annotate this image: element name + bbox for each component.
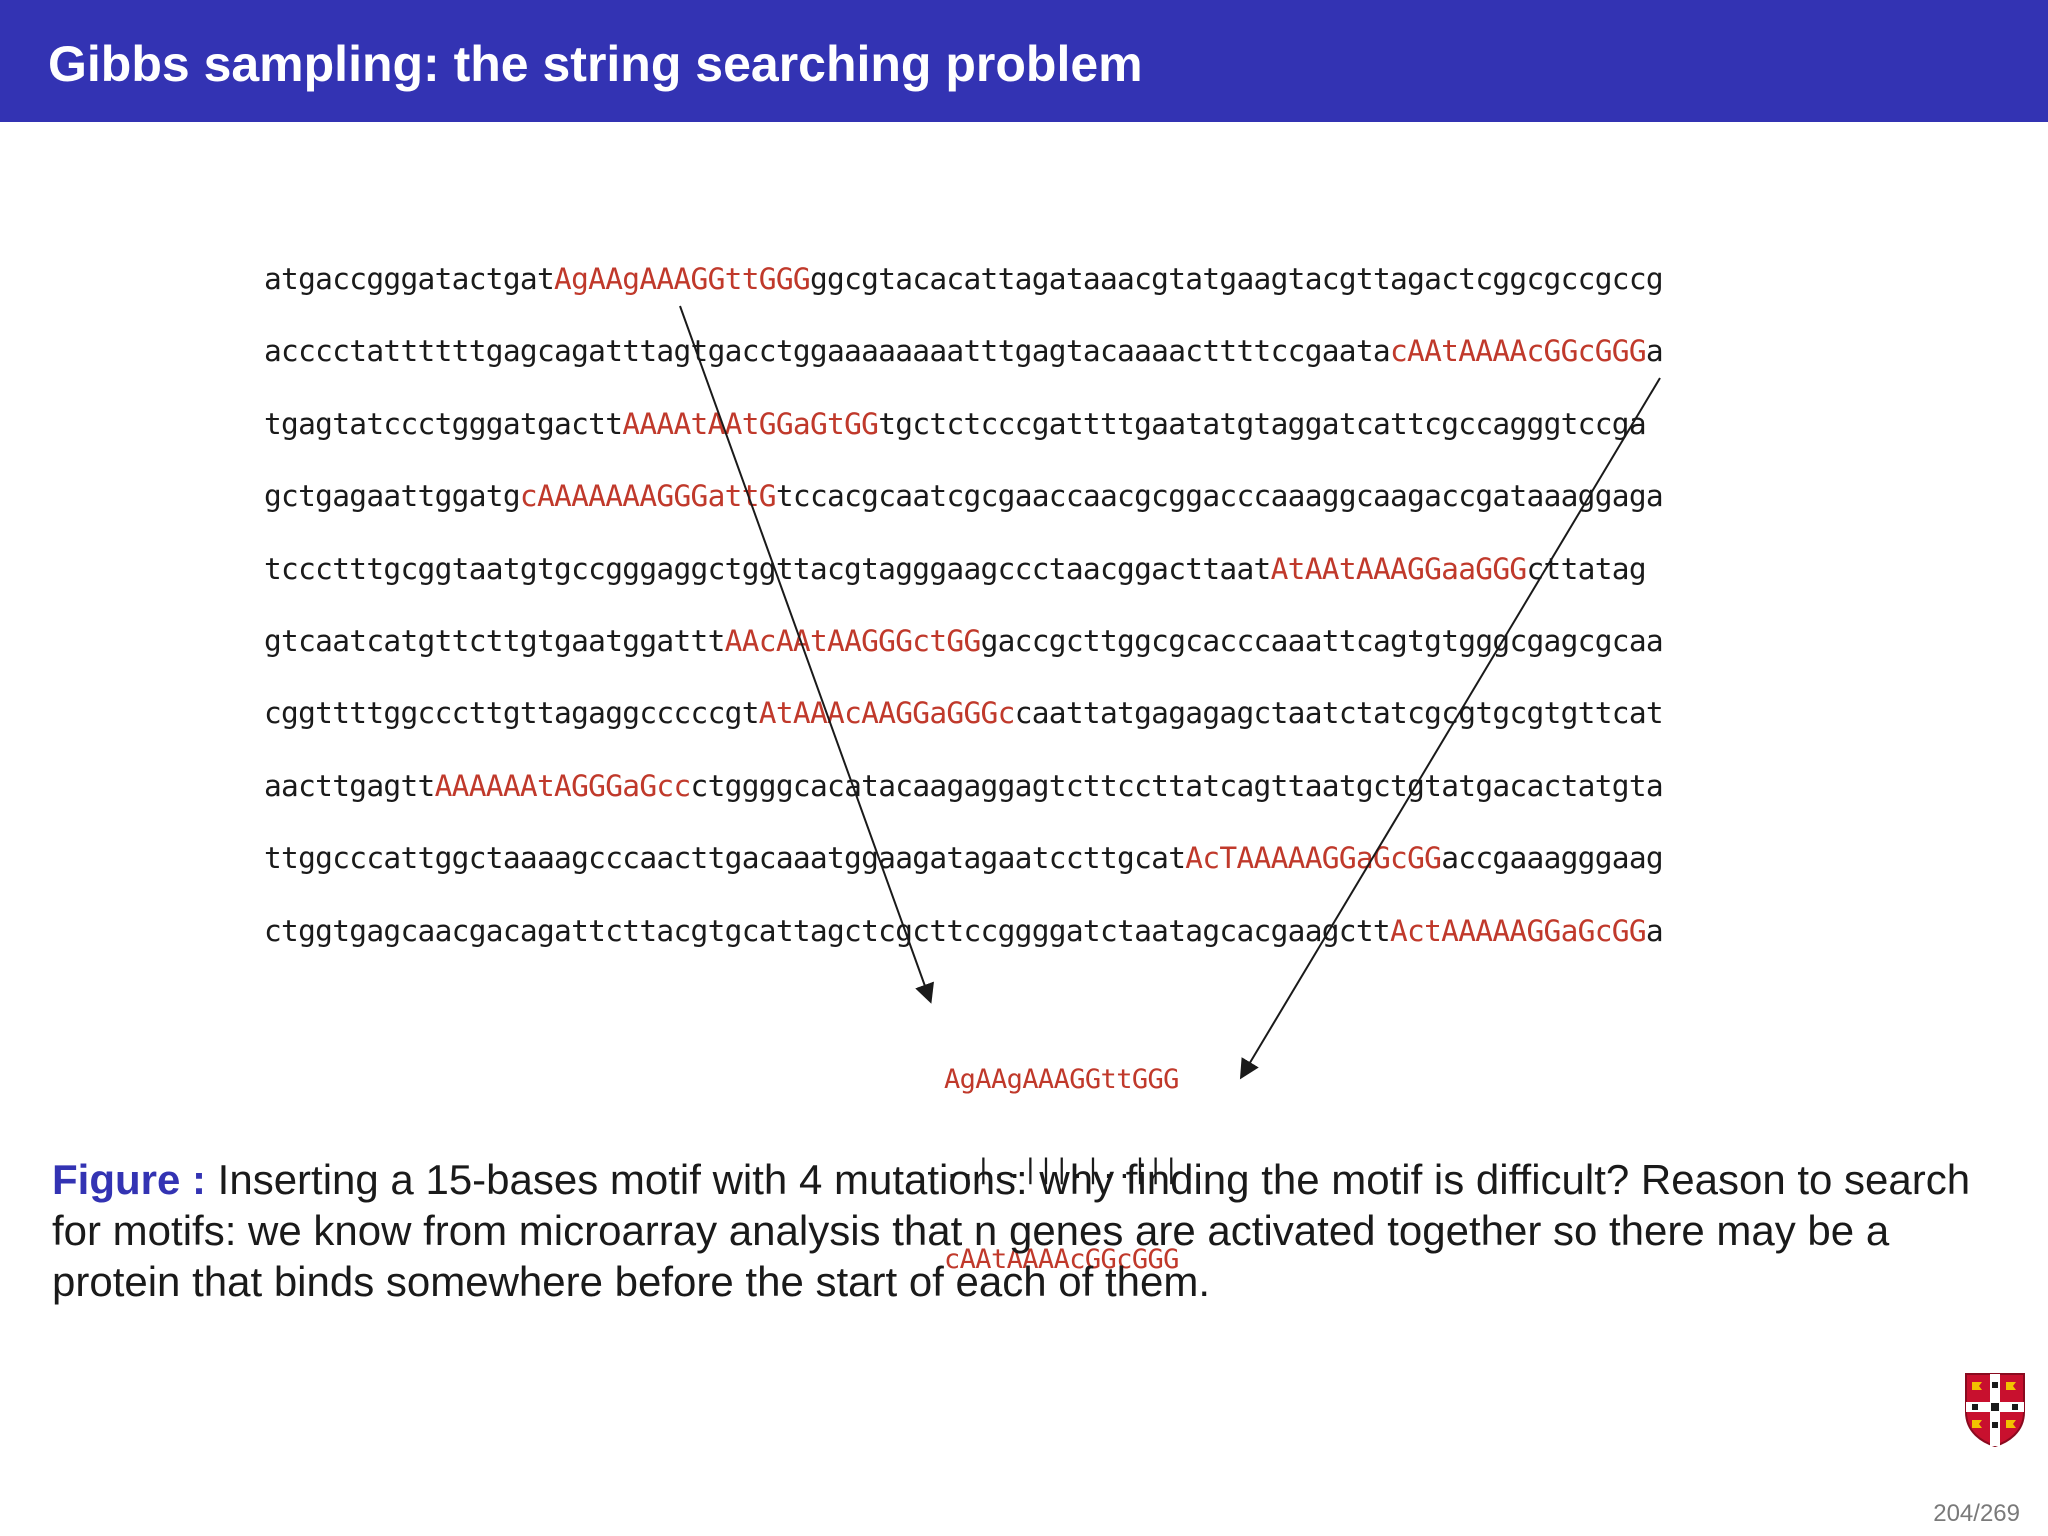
sequence-prefix: ctggtgagcaacgacagattcttacgtgcattagctcgct… [264, 913, 1391, 948]
sequence-suffix: a [1645, 913, 1664, 948]
sequence-motif: AcTAAAAAGGaGcGG [1185, 841, 1442, 876]
sequence-suffix: ctggggcacatacaagaggagtcttccttatcagttaatg… [690, 768, 1664, 803]
alignment-top-motif: AgAAgAAAGGttGGG [944, 1064, 1179, 1095]
sequence-row: gtcaatcatgttcttgtgaatggatttAAcAAtAAGGGct… [264, 619, 1664, 691]
sequence-suffix: tgctctcccgattttgaatatgtaggatcattcgccaggg… [878, 406, 1646, 441]
sequence-prefix: cggttttggcccttgttagaggcccccgt [264, 696, 759, 731]
alignment-bottom-motif: cAAtAAAAcGGcGGG [944, 1244, 1179, 1275]
sequence-row: ttggcccattggctaaaagcccaacttgacaaatggaaga… [264, 836, 1664, 908]
sequence-row: aacttgagttAAAAAAtAGGGaGccctggggcacatacaa… [264, 764, 1664, 836]
sequence-suffix: tccacgcaatcgcgaaccaacgcggacccaaaggcaagac… [775, 479, 1664, 514]
sequence-row: ctggtgagcaacgacagattcttacgtgcattagctcgct… [264, 909, 1664, 981]
university-crest-icon [1965, 1373, 2025, 1448]
motif-alignment: AgAAgAAAGGttGGG ..|..|||.|..||| cAAtAAAA… [944, 1005, 1179, 1305]
sequence-motif: ActAAAAAGGaGcGG [1390, 913, 1647, 948]
page-number: 204/269 [1933, 1500, 2020, 1528]
sequence-suffix: a [1645, 334, 1664, 369]
page-total: 269 [1979, 1500, 2020, 1527]
sequence-motif: AAAAtAAtGGaGtGG [622, 406, 879, 441]
caption-label: Figure : [52, 1156, 206, 1203]
sequence-prefix: gctgagaattggatg [264, 479, 521, 514]
sequence-motif: AgAAgAAAGGttGGG [554, 262, 811, 296]
sequence-row: cggttttggcccttgttagaggcccccgtAtAAAcAAGGa… [264, 691, 1664, 763]
alignment-match-line: ..|..|||.|..||| [944, 1154, 1179, 1185]
sequence-prefix: tccctttgcggtaatgtgccgggaggctggttacgtaggg… [264, 551, 1271, 586]
sequence-row: gctgagaattggatgcAAAAAAAGGGattGtccacgcaat… [264, 474, 1664, 546]
sequence-prefix: acccctattttttgagcagatttagtgacctggaaaaaaa… [264, 334, 1391, 369]
sequence-suffix: ggcgtacacattagataaacgtatgaagtacgttagactc… [809, 262, 1664, 296]
sequence-motif: AAcAAtAAGGGctGG [724, 623, 982, 658]
sequence-row: atgaccgggatactgatAgAAgAAAGGttGGGggcgtaca… [264, 257, 1664, 329]
sequence-motif: AtAAAcAAGGaGGGc [758, 696, 1016, 731]
sequence-suffix: accgaaagggaag [1441, 841, 1663, 876]
sequence-suffix: caattatgagagagctaatctatcgcgtgcgtgttcat [1014, 696, 1664, 731]
sequence-row: tccctttgcggtaatgtgccgggaggctggttacgtaggg… [264, 547, 1663, 619]
sequence-row: tgagtatccctgggatgacttAAAAtAAtGGaGtGGtgct… [264, 402, 1663, 474]
title-bar: Gibbs sampling: the string searching pro… [0, 0, 2048, 122]
figure-caption: Figure : Inserting a 15-bases motif with… [52, 1154, 1992, 1307]
slide-title: Gibbs sampling: the string searching pro… [48, 36, 1143, 92]
sequence-prefix: atgaccgggatactgat [264, 262, 555, 296]
sequence-motif: cAAAAAAAGGGattG [519, 479, 777, 514]
sequence-motif: cAAtAAAAcGGcGGG [1390, 334, 1647, 369]
caption-text: Inserting a 15-bases motif with 4 mutati… [52, 1156, 1971, 1305]
sequence-motif: AtAAtAAAGGaaGGG [1270, 551, 1528, 586]
page-separator: / [1973, 1500, 1980, 1527]
page-current: 204 [1933, 1500, 1974, 1527]
sequence-suffix: gaccgcttggcgcacccaaattcagtgtgggcgagcgcaa [980, 623, 1664, 658]
dna-sequence-list: atgaccgggatactgatAgAAgAAAGGttGGGggcgtaca… [264, 257, 1664, 981]
sequence-prefix: tgagtatccctgggatgactt [264, 406, 623, 441]
sequence-prefix: ttggcccattggctaaaagcccaacttgacaaatggaaga… [264, 841, 1186, 876]
sequence-suffix: cttatag [1526, 551, 1647, 586]
sequence-prefix: aacttgagtt [264, 768, 435, 803]
sequence-motif: AAAAAAtAGGGaGcc [434, 768, 692, 803]
sequence-row: acccctattttttgagcagatttagtgacctggaaaaaaa… [264, 329, 1664, 401]
sequence-prefix: gtcaatcatgttcttgtgaatggattt [264, 623, 725, 658]
